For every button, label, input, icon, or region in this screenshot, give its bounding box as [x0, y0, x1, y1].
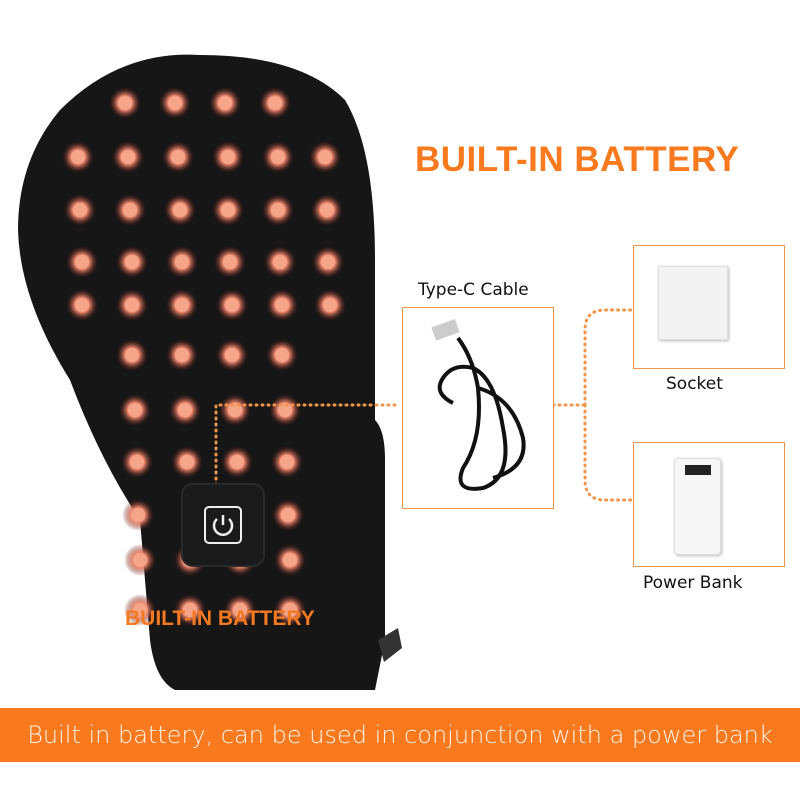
power-icon	[204, 506, 242, 544]
led-light	[125, 298, 139, 312]
led-light	[175, 255, 189, 269]
mitt-label: BUILT-IN BATTERY	[125, 607, 315, 630]
led-light	[221, 203, 235, 217]
led-light	[283, 553, 297, 567]
led-light	[218, 96, 232, 110]
led-light	[223, 255, 237, 269]
led-light	[323, 298, 337, 312]
led-light	[225, 348, 239, 362]
led-light	[130, 455, 144, 469]
led-light	[168, 96, 182, 110]
led-light	[281, 508, 295, 522]
led-light	[171, 150, 185, 164]
led-light	[121, 150, 135, 164]
led-light	[178, 403, 192, 417]
led-light	[321, 255, 335, 269]
bottom-banner: Built in battery, can be used in conjunc…	[0, 708, 800, 762]
led-light	[230, 455, 244, 469]
led-light	[225, 298, 239, 312]
led-light	[75, 255, 89, 269]
zipper-pull	[378, 628, 402, 662]
headline: BUILT-IN BATTERY	[415, 140, 740, 179]
power-bank-image	[633, 442, 785, 567]
led-light	[71, 150, 85, 164]
led-light	[271, 150, 285, 164]
power-bank-label: Power Bank	[643, 573, 743, 593]
led-light	[133, 553, 147, 567]
led-light	[175, 298, 189, 312]
led-light	[233, 603, 247, 617]
led-light	[173, 203, 187, 217]
power-button[interactable]	[183, 485, 263, 565]
socket-label: Socket	[666, 374, 723, 394]
led-light	[123, 203, 137, 217]
led-light	[175, 348, 189, 362]
led-light	[125, 255, 139, 269]
led-light	[275, 298, 289, 312]
led-light	[318, 150, 332, 164]
led-light	[280, 455, 294, 469]
led-light	[275, 348, 289, 362]
led-light	[125, 348, 139, 362]
led-light	[180, 455, 194, 469]
led-light	[73, 203, 87, 217]
led-light	[183, 603, 197, 617]
led-light	[131, 508, 145, 522]
led-light	[271, 203, 285, 217]
cable-label: Type-C Cable	[418, 280, 529, 300]
led-light	[128, 403, 142, 417]
led-light	[75, 298, 89, 312]
connector-line	[214, 308, 634, 502]
led-light	[283, 603, 297, 617]
led-light	[320, 203, 334, 217]
led-light	[133, 603, 147, 617]
led-light	[273, 255, 287, 269]
cable-image	[402, 307, 554, 509]
led-light	[221, 150, 235, 164]
led-light	[268, 96, 282, 110]
led-light	[118, 96, 132, 110]
socket-image	[633, 245, 785, 369]
led-light	[278, 403, 292, 417]
